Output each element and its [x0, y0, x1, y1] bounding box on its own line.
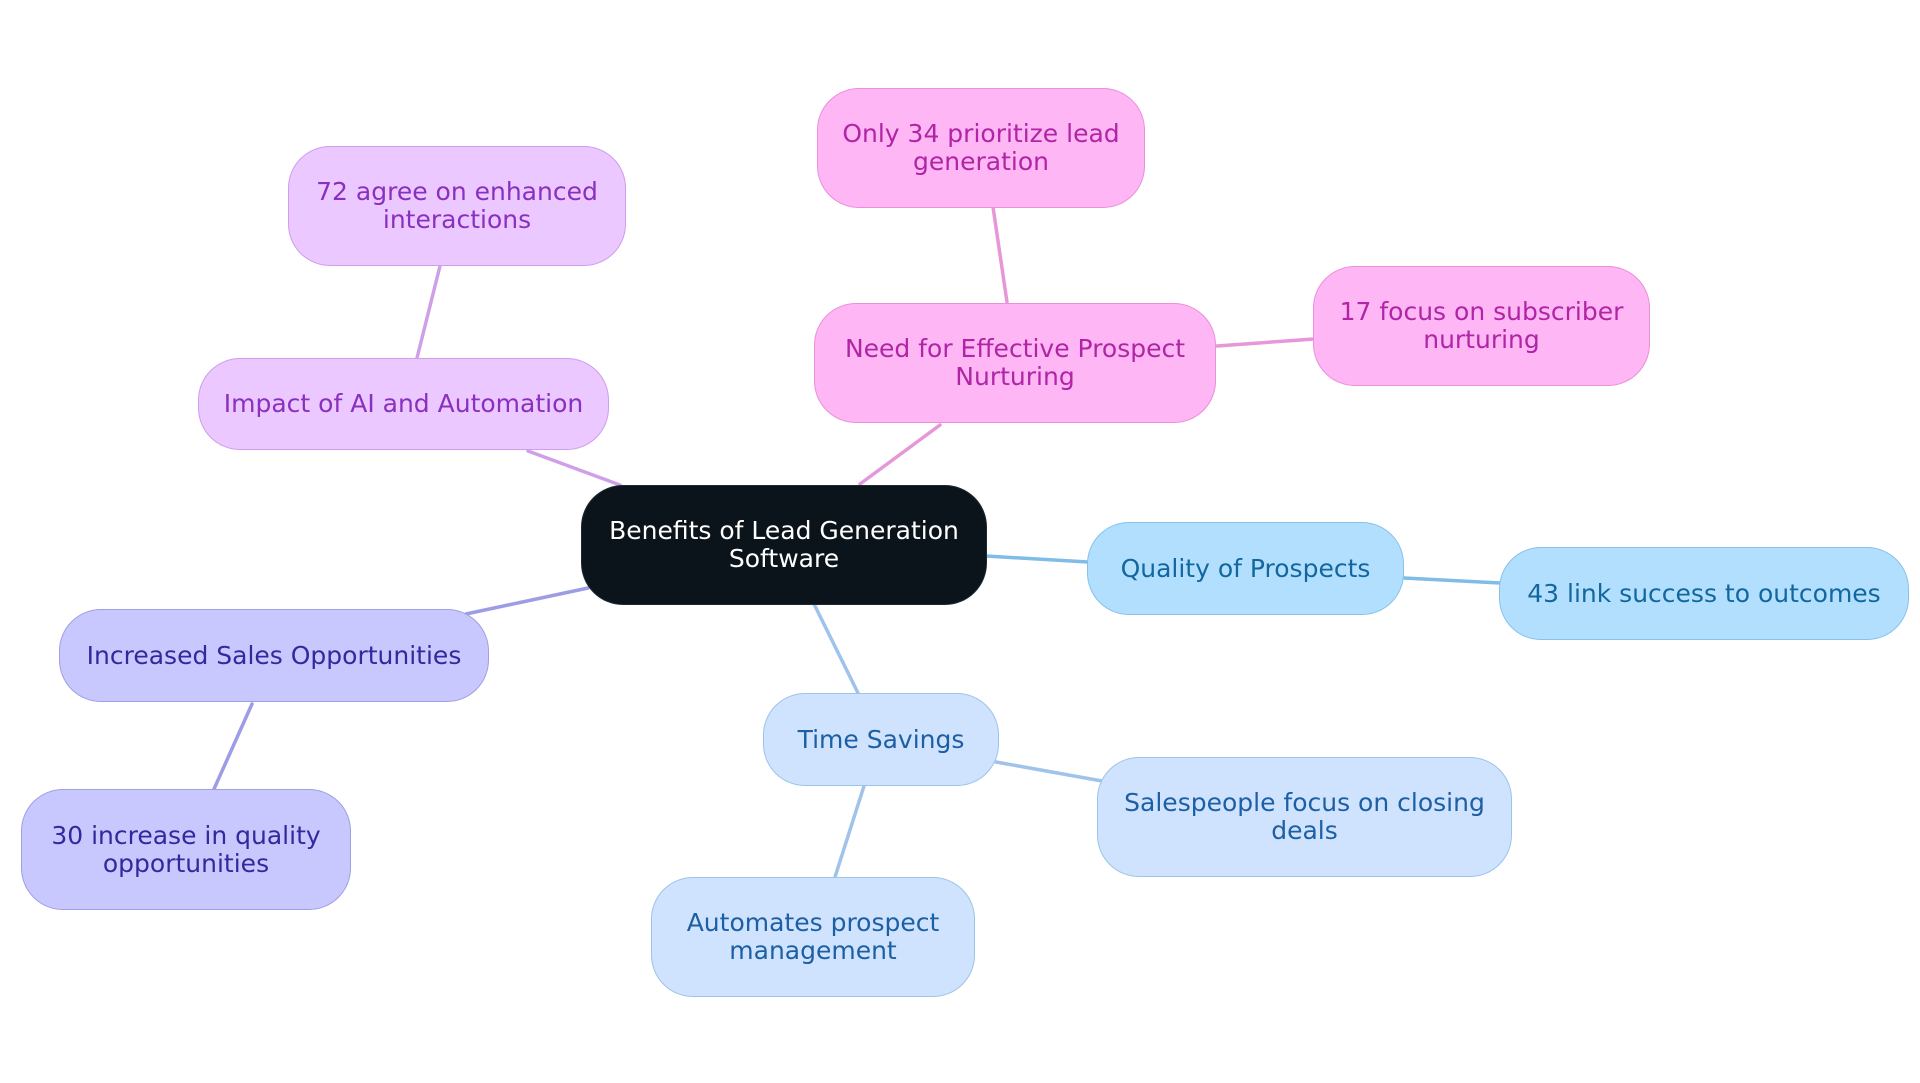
leaf-label-quality-opportunities: 30 increase in quality opportunities	[51, 820, 321, 878]
branch-node-ai-automation[interactable]: Impact of AI and Automation	[198, 358, 609, 450]
leaf-label-success-outcomes: 43 link success to outcomes	[1527, 578, 1881, 608]
leaf-node-closing-deals[interactable]: Salespeople focus on closing deals	[1097, 757, 1512, 877]
edge-time-savings-closing-deals	[994, 760, 1104, 783]
edge-need-nurturing-lead-generation	[991, 205, 1009, 304]
branch-label-ai-automation: Impact of AI and Automation	[223, 389, 584, 418]
leaf-node-success-outcomes[interactable]: 43 link success to outcomes	[1499, 547, 1909, 640]
branch-label-time-savings: Time Savings	[797, 724, 965, 754]
leaf-label-enhanced-interactions: 72 agree on enhanced interactions	[316, 177, 598, 234]
edge-center-need-nurturing	[858, 423, 942, 486]
branch-node-time-savings[interactable]: Time Savings	[763, 693, 999, 786]
leaf-label-subscriber-nurturing: 17 focus on subscriber nurturing	[1339, 297, 1624, 354]
leaf-label-lead-generation: Only 34 prioritize lead generation	[842, 119, 1120, 176]
edge-time-savings-prospect-management	[833, 784, 866, 879]
edge-quality-prospects-success-outcomes	[1402, 576, 1502, 585]
leaf-node-lead-generation[interactable]: Only 34 prioritize lead generation	[817, 88, 1145, 208]
leaf-node-enhanced-interactions[interactable]: 72 agree on enhanced interactions	[288, 146, 626, 266]
leaf-label-closing-deals: Salespeople focus on closing deals	[1124, 788, 1485, 845]
branch-label-need-nurturing: Need for Effective Prospect Nurturing	[844, 334, 1186, 391]
leaf-node-prospect-management[interactable]: Automates prospect management	[651, 877, 975, 997]
edge-center-ai-automation	[526, 449, 622, 487]
branch-label-sales-opportunities: Increased Sales Opportunities	[86, 640, 462, 670]
edge-center-quality-prospects	[984, 554, 1090, 564]
branch-node-quality-prospects[interactable]: Quality of Prospects	[1087, 522, 1404, 615]
edge-center-time-savings	[812, 602, 860, 695]
leaf-node-quality-opportunities[interactable]: 30 increase in quality opportunities	[21, 789, 351, 910]
central-topic-node[interactable]: Benefits of Lead Generation Software	[581, 485, 987, 605]
central-topic-label: Benefits of Lead Generation Software	[609, 516, 959, 573]
edge-need-nurturing-subscriber-nurturing	[1215, 337, 1316, 348]
edge-center-sales-opportunities	[464, 586, 590, 616]
branch-node-need-nurturing[interactable]: Need for Effective Prospect Nurturing	[814, 303, 1216, 423]
leaf-label-prospect-management: Automates prospect management	[686, 908, 940, 965]
edge-ai-automation-enhanced-interactions	[415, 264, 442, 360]
branch-label-quality-prospects: Quality of Prospects	[1120, 553, 1371, 583]
leaf-node-subscriber-nurturing[interactable]: 17 focus on subscriber nurturing	[1313, 266, 1650, 386]
branch-node-sales-opportunities[interactable]: Increased Sales Opportunities	[59, 609, 489, 702]
edge-sales-opportunities-quality-opportunities	[212, 702, 254, 791]
